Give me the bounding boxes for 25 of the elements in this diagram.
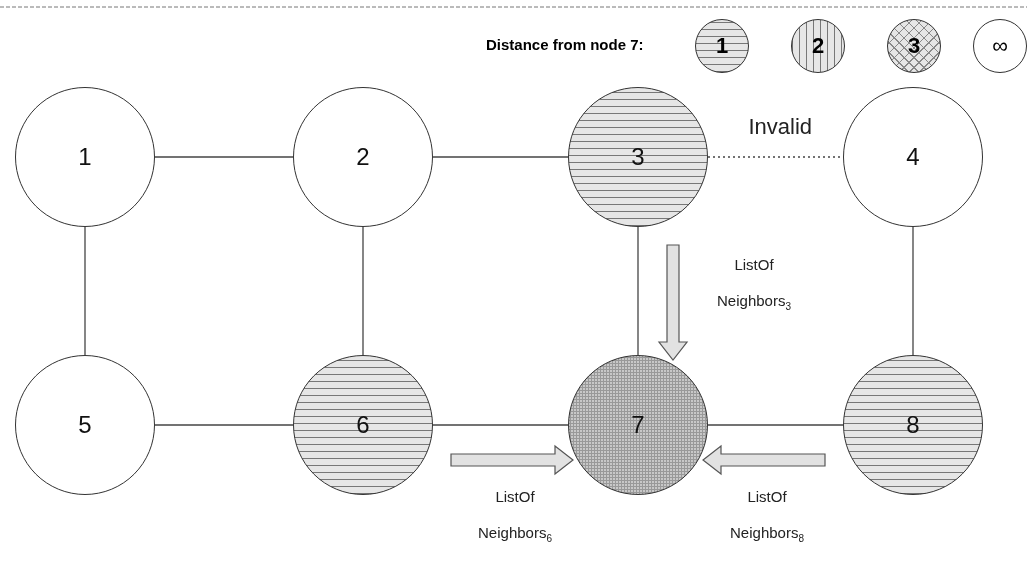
edge-line [84, 226, 86, 356]
legend-text: 1 [715, 33, 729, 59]
block-arrow [450, 444, 574, 476]
node-number: 2 [356, 145, 370, 169]
block-arrow [702, 444, 826, 476]
legend-title: Distance from node 7: [486, 36, 644, 53]
legend-text: ∞ [992, 33, 1008, 59]
edge-line [637, 226, 639, 356]
edge-line [707, 424, 844, 426]
node-number: 7 [631, 413, 645, 437]
edge-line [154, 424, 294, 426]
edge-line [432, 156, 569, 158]
edge-line [362, 226, 364, 356]
edge-line [432, 424, 569, 426]
edge-line [912, 226, 914, 356]
node-number: 4 [906, 145, 920, 169]
legend-text: 3 [907, 33, 921, 59]
edge-line [154, 156, 294, 158]
node-number: 1 [78, 145, 92, 169]
node-number: 6 [356, 413, 370, 437]
legend-text: 2 [811, 33, 825, 59]
node-number: 8 [906, 413, 920, 437]
block-arrow [657, 244, 689, 361]
node-number: 3 [631, 145, 645, 169]
node-number: 5 [78, 413, 92, 437]
